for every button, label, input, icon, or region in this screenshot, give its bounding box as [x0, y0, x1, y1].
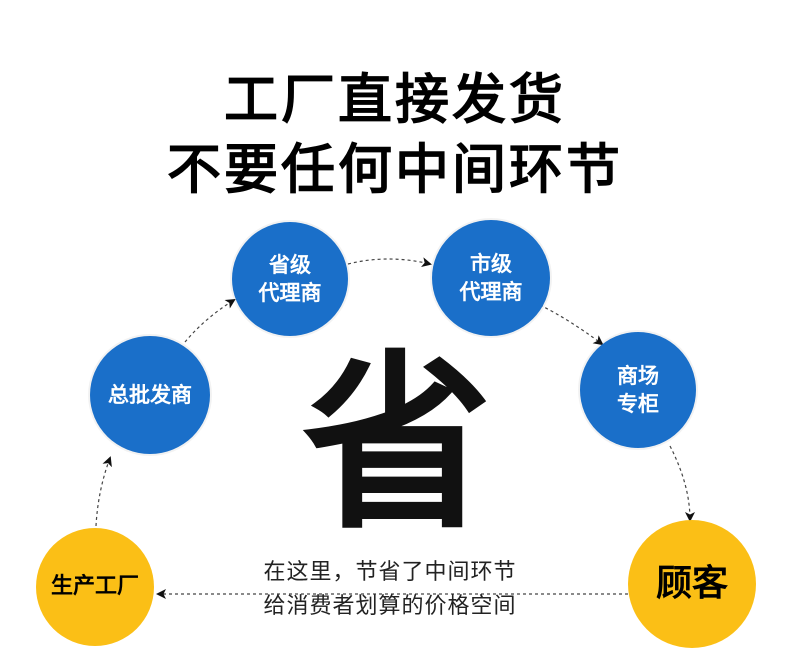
- node-provincial-agent: 省级 代理商: [232, 222, 348, 336]
- center-character: 省: [301, 334, 492, 555]
- arrow-mall-to-customer: [669, 445, 695, 522]
- caption-line-2: 给消费者划算的价格空间: [263, 594, 517, 619]
- node-customer-label: 顾客: [655, 563, 728, 604]
- node-customer: 顾客: [628, 520, 756, 648]
- node-provincial-label-1: 省级: [269, 253, 311, 277]
- arrow-provincial-to-city: [347, 257, 432, 268]
- arrow-city-to-mall: [539, 304, 604, 346]
- node-mall-label-2: 专柜: [617, 392, 659, 416]
- node-city-agent: 市级 代理商: [432, 220, 550, 336]
- title-line-1: 工厂直接发货: [224, 68, 566, 131]
- node-wholesale: 总批发商: [90, 336, 210, 454]
- node-mall-counter: 商场 专柜: [580, 332, 696, 448]
- node-factory-label: 生产工厂: [50, 574, 139, 599]
- title-line-2: 不要任何中间环节: [167, 138, 623, 201]
- arrow-wholesale-to-provincial: [184, 298, 236, 343]
- caption: 在这里，节省了中间环节 给消费者划算的价格空间: [240, 556, 540, 624]
- node-provincial-label-2: 代理商: [258, 281, 322, 305]
- node-city-label-1: 市级: [470, 252, 512, 276]
- node-mall-label-1: 商场: [617, 364, 659, 388]
- arrow-factory-to-wholesale: [95, 456, 112, 527]
- node-factory: 生产工厂: [36, 528, 154, 646]
- caption-line-1: 在这里，节省了中间环节: [263, 560, 517, 585]
- node-wholesale-label: 总批发商: [108, 383, 192, 407]
- node-city-label-2: 代理商: [459, 280, 523, 304]
